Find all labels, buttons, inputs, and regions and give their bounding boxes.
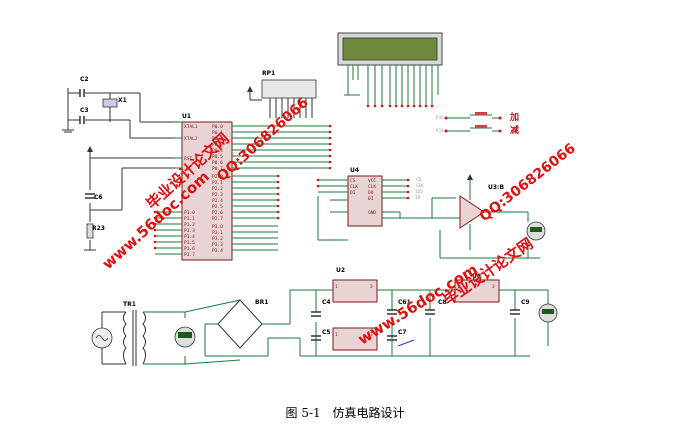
u4-label: U4	[350, 167, 359, 174]
svg-text:XTAL2: XTAL2	[184, 136, 198, 142]
svg-text:P2.2: P2.2	[212, 186, 223, 192]
power-supply-section: 1 3 1 3 1 3	[91, 279, 558, 366]
figure-caption: 图 5-1 仿真电路设计	[0, 404, 690, 421]
svg-text:1: 1	[457, 284, 460, 290]
figure-number: 图 5-1	[285, 406, 321, 420]
svg-text:CLK: CLK	[416, 183, 424, 188]
svg-text:CLK: CLK	[368, 184, 376, 190]
svg-text:P3.4: P3.4	[212, 248, 223, 254]
reset-circuit	[84, 146, 175, 251]
svg-text:GND: GND	[368, 210, 376, 216]
oscillator-section	[62, 88, 175, 139]
svg-text:DI: DI	[416, 195, 420, 200]
svg-text:CLK: CLK	[350, 184, 358, 190]
svg-text:P2.0: P2.0	[212, 174, 223, 180]
svg-text:P0.1: P0.1	[212, 130, 223, 136]
svg-text:1: 1	[335, 332, 338, 338]
c61-label: C61	[398, 299, 411, 306]
svg-text:DO: DO	[416, 189, 422, 194]
svg-text:P3.2: P3.2	[212, 236, 223, 242]
svg-text:P0.5: P0.5	[212, 154, 223, 160]
svg-text:3: 3	[370, 284, 373, 290]
svg-text:P0.6: P0.6	[212, 160, 223, 166]
c4-label: C4	[322, 299, 331, 306]
svg-text:P1.5: P1.5	[184, 240, 195, 246]
svg-text:3: 3	[492, 284, 495, 290]
svg-text:P31: P31	[436, 128, 444, 133]
svg-text:P3.1: P3.1	[212, 230, 223, 236]
svg-text:P1.1: P1.1	[184, 216, 195, 222]
button-group: P30 P31	[436, 112, 502, 133]
c9-label: C9	[521, 299, 530, 306]
svg-text:P0.4: P0.4	[212, 148, 223, 154]
u1-label: U1	[182, 113, 191, 120]
c6-label: C6	[94, 194, 103, 201]
svg-text:P1.3: P1.3	[184, 228, 195, 234]
svg-text:P0.3: P0.3	[212, 142, 223, 148]
svg-text:P1.0: P1.0	[184, 210, 195, 216]
svg-text:P2.7: P2.7	[212, 216, 223, 222]
svg-text:XTAL1: XTAL1	[184, 124, 198, 130]
svg-text:P0.2: P0.2	[212, 136, 223, 142]
svg-text:DI: DI	[350, 190, 356, 196]
svg-text:CS: CS	[416, 177, 422, 182]
c5-label: C5	[322, 329, 331, 336]
svg-text:1: 1	[335, 284, 338, 290]
svg-text:P1.2: P1.2	[184, 222, 195, 228]
svg-text:P3.0: P3.0	[212, 224, 223, 230]
rp1-label: RP1	[262, 70, 275, 77]
watermark-site-right: www.56doc.com	[355, 260, 481, 348]
svg-text:P30: P30	[436, 115, 444, 120]
c2-label: C2	[80, 76, 89, 83]
c7-label: C7	[398, 329, 407, 336]
br1-label: BR1	[255, 299, 268, 306]
svg-text:P2.3: P2.3	[212, 192, 223, 198]
u6-label: U6	[472, 273, 481, 280]
rp1-resistor-pack	[247, 79, 317, 118]
svg-text:P3.3: P3.3	[212, 242, 223, 248]
svg-text:VCC: VCC	[368, 178, 376, 184]
x1-label: X1	[118, 97, 127, 104]
svg-text:RST: RST	[184, 156, 192, 162]
svg-text:P2.4: P2.4	[212, 198, 223, 204]
tr1-label: TR1	[123, 301, 136, 308]
svg-text:P1.7: P1.7	[184, 252, 195, 258]
svg-text:P1.6: P1.6	[184, 246, 195, 252]
svg-text:P2.5: P2.5	[212, 204, 223, 210]
lcd-display	[337, 32, 443, 108]
u2-label: U2	[336, 267, 345, 274]
svg-text:3: 3	[370, 332, 373, 338]
r23-label: R23	[92, 225, 105, 232]
svg-text:DI: DI	[368, 196, 374, 202]
sub-button-label: 减	[510, 124, 519, 136]
svg-text:P1.4: P1.4	[184, 234, 195, 240]
svg-text:P2.1: P2.1	[212, 180, 223, 186]
svg-text:P2.6: P2.6	[212, 210, 223, 216]
svg-text:P0.0: P0.0	[212, 124, 223, 130]
u3b-label: U3:B	[488, 184, 504, 191]
svg-text:CS: CS	[350, 178, 356, 184]
svg-text:DO: DO	[368, 190, 374, 196]
svg-text:P0.7: P0.7	[212, 166, 223, 172]
add-button-label: 加	[509, 111, 519, 123]
figure-title: 仿真电路设计	[332, 406, 405, 420]
c3-label: C3	[80, 107, 89, 114]
c8-label: C8	[438, 299, 447, 306]
u3b-opamp	[439, 174, 546, 259]
